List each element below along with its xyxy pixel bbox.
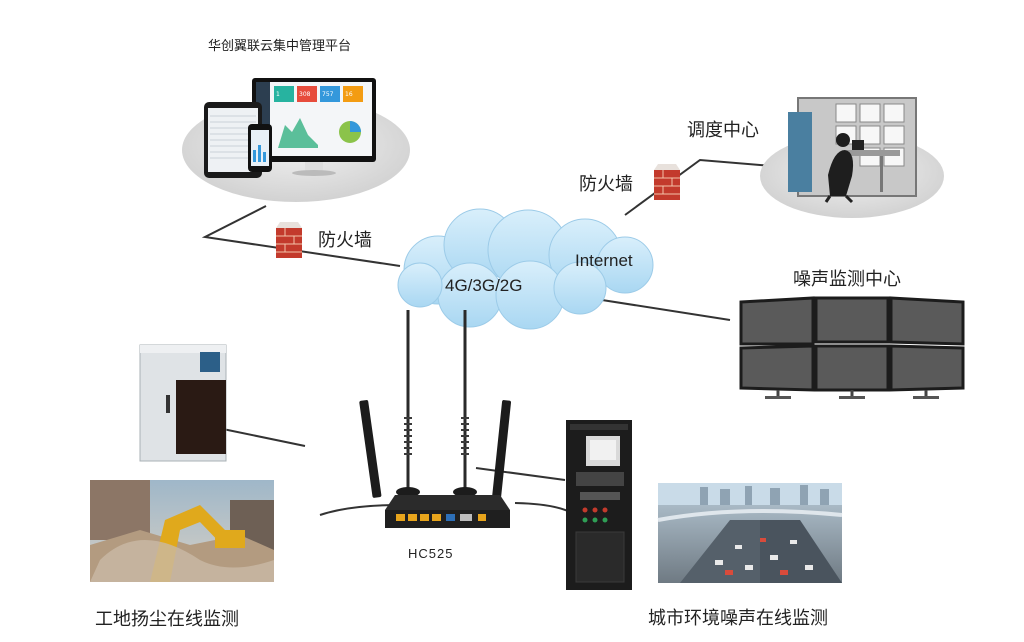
construction-site-photo [90, 480, 274, 582]
dashboard-stat-3: 757 [322, 91, 334, 98]
dashboard-stat-2: 308 [299, 91, 311, 98]
firewall-left-icon [276, 222, 302, 258]
city-noise-label: 城市环境噪声在线监测 [648, 608, 828, 629]
dashboard-tile-4 [343, 86, 363, 102]
platform-devices: 1 308 757 16 [182, 78, 410, 202]
dashboard-stat-1: 1 [276, 91, 280, 98]
city-traffic-photo [657, 483, 843, 583]
site-dust-label: 工地扬尘在线监测 [95, 609, 239, 630]
noise-center-label: 噪声监测中心 [793, 269, 901, 290]
dashboard-tile-2 [297, 86, 317, 102]
router-model-label: HC525 [408, 546, 454, 561]
hc525-router [359, 310, 512, 528]
line-router-to-rack [475, 467, 566, 481]
noise-monitor-rack [566, 420, 632, 590]
noise-center-video-wall [739, 296, 965, 399]
internet-cloud [397, 208, 654, 330]
line-cabinet-to-router [217, 427, 306, 447]
dashboard-tile-3 [320, 86, 340, 102]
line-platform-to-cloud [201, 205, 401, 267]
firewall-left-label: 防火墙 [318, 230, 372, 251]
platform-title: 华创翼联云集中管理平台 [208, 39, 352, 54]
dispatch-center-label: 调度中心 [687, 120, 759, 141]
dust-monitor-cabinet [139, 344, 227, 462]
dispatch-center-illustration [760, 97, 944, 218]
line-cloud-to-noise-center [601, 299, 731, 321]
firewall-right-label: 防火墙 [579, 174, 633, 195]
dashboard-stat-4: 16 [345, 91, 353, 98]
cloud-internet-label: Internet [575, 251, 633, 270]
line-dispatch-to-cloud [624, 158, 773, 216]
cloud-network-label: 4G/3G/2G [445, 276, 523, 295]
firewall-right-icon [654, 164, 680, 200]
dashboard-tile-1 [274, 86, 294, 102]
